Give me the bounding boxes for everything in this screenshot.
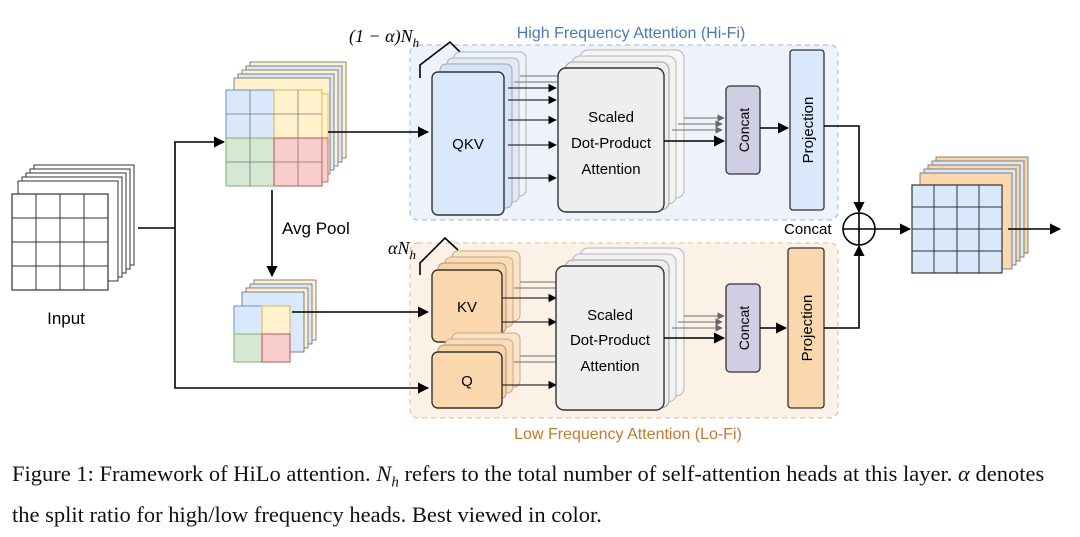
pooled-tensor-icon [233,279,317,363]
hifi-sdpa-line2: Dot-Product [571,135,652,152]
lofi-proj-to-plus-edge [824,244,865,329]
caption-n-var: N [376,461,392,486]
caption-part2: denotes the split ratio for high/low fre… [12,461,1045,527]
input-edge-up [174,136,226,228]
qkv-box [431,71,505,216]
hifi-title: High Frequency Attention (Hi-Fi) [517,25,746,42]
caption-part1: refers to the total number of self-atten… [398,461,953,486]
kv-label: KV [457,299,477,316]
lofi-title: Low Frequency Attention (Lo-Fi) [514,426,742,443]
hifi-concat-label: Concat [736,108,752,152]
input-label: Input [47,309,85,328]
hifi-sdpa-box [557,67,665,213]
hifi-sdpa-to-concat-edges [664,114,726,147]
split-tensor-icon [225,61,347,187]
q-label: Q [461,373,473,390]
caption-n-sub: h [391,474,399,491]
input-tensor-icon [11,164,135,291]
qkv-to-sdpa-edges [508,72,571,183]
lofi-sdpa-line3: Attention [580,358,639,375]
q-box [431,351,503,409]
lofi-concat-label: Concat [736,306,752,350]
hifi-projection-box [789,49,825,211]
hifi-heads-label: (1 − α)Nh [349,26,419,50]
hifi-proj-to-plus-edge [824,125,865,214]
hifi-projection-label: Projection [800,97,817,164]
lofi-sdpa-line2: Dot-Product [570,332,651,349]
lofi-projection-label: Projection [799,295,816,362]
lofi-sdpa-line1: Scaled [587,307,633,324]
caption-prefix: Figure 1: Framework of HiLo attention. [12,461,371,486]
output-tensor-icon [911,156,1029,274]
hifi-concat-box [725,85,761,175]
hifi-heads-bracket [419,40,462,78]
concat-label: Concat [784,221,832,238]
figure-caption: Figure 1: Framework of HiLo attention. N… [12,458,1072,530]
input-edge-down [174,228,430,394]
caption-alpha: α [958,461,970,486]
avg-pool-label: Avg Pool [282,219,350,238]
qkv-label: QKV [452,136,484,153]
lofi-heads-bracket [419,236,459,275]
lofi-heads-label: αNh [388,238,416,262]
hifi-sdpa-line3: Attention [581,161,640,178]
lofi-sdpa-to-concat-edges [664,312,726,344]
hifi-sdpa-line1: Scaled [588,109,634,126]
circle-plus-icon [842,212,876,246]
